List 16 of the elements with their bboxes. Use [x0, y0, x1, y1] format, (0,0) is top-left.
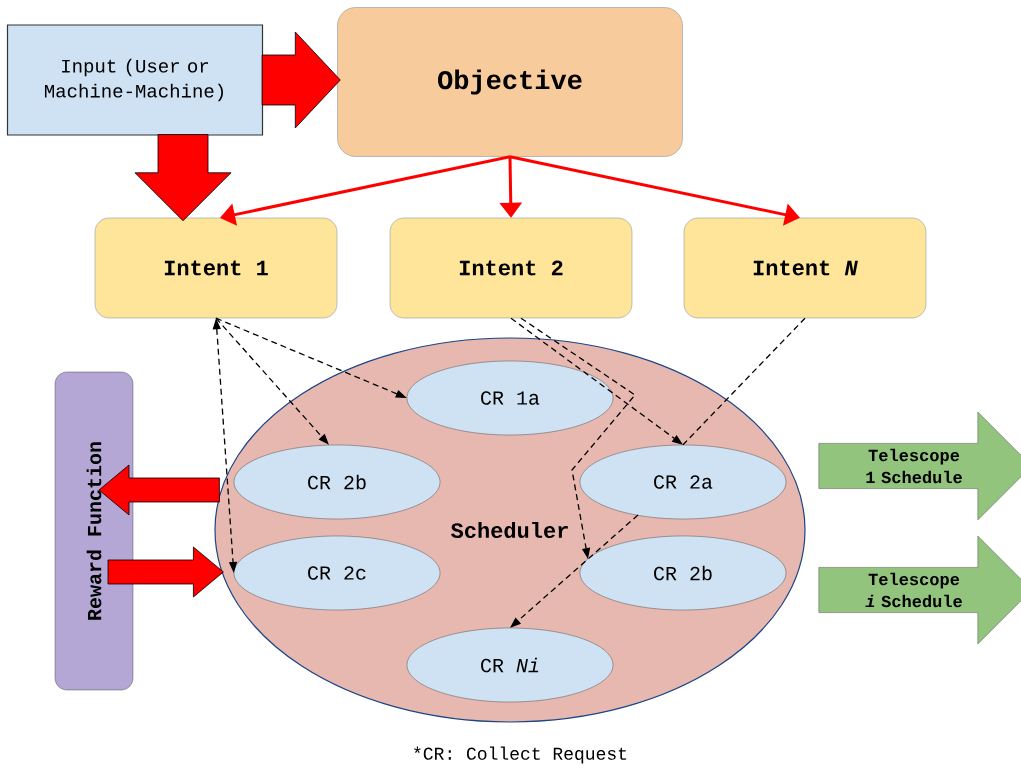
schedule-box: Telescope i Schedule	[818, 535, 1021, 645]
arrow	[215, 317, 329, 445]
arrow	[510, 514, 639, 628]
reward-function-box: Reward Function	[54, 371, 134, 691]
block-arrow	[98, 464, 220, 516]
intent-box: Intent N	[683, 217, 927, 319]
caption: *CR: Collect Request	[414, 746, 627, 764]
arrow	[510, 317, 683, 445]
objective-box: Objective	[337, 7, 683, 157]
block-arrow	[107, 546, 224, 598]
schedule-box: Telescope 1 Schedule	[818, 411, 1021, 521]
block-arrow	[261, 31, 341, 129]
intent-box: Intent 2	[389, 217, 633, 319]
input-box: Input (User or Machine-Machine)	[6, 24, 264, 136]
intent-box: Intent 1	[94, 217, 338, 319]
block-arrow	[134, 134, 232, 222]
